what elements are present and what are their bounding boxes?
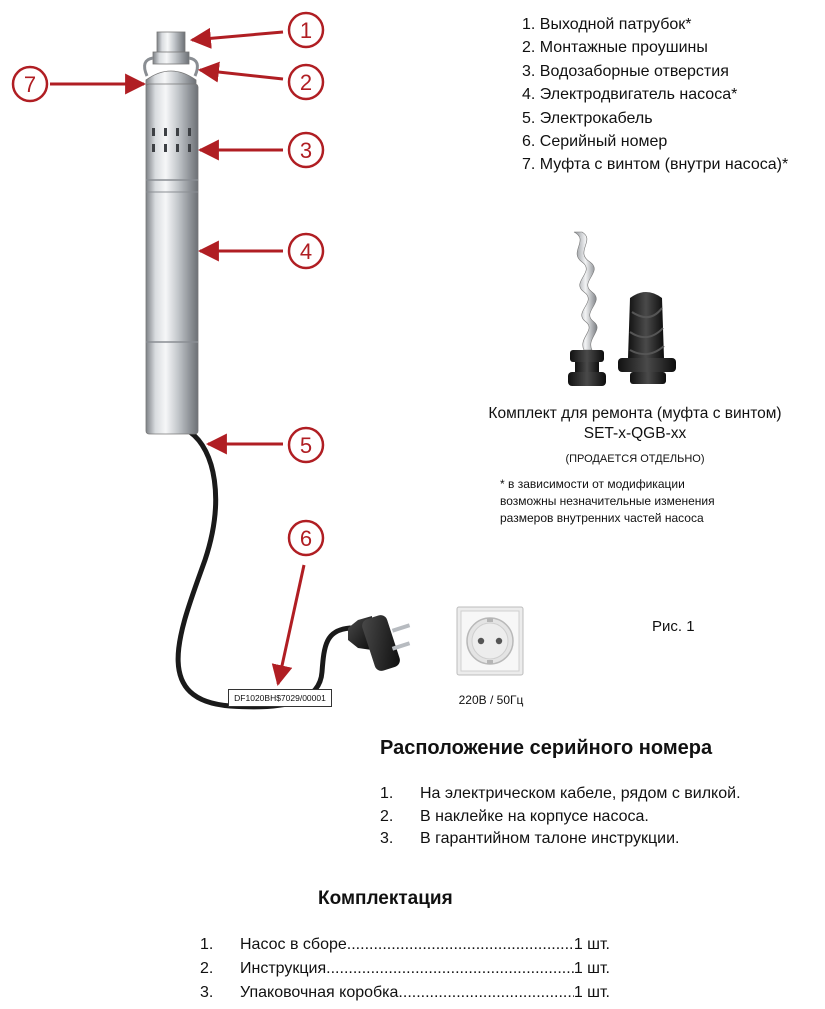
repair-kit-image <box>568 231 676 386</box>
package-contents-list: 1.Насос в сборе.........................… <box>200 933 610 1005</box>
callout-arrow-2 <box>197 61 284 83</box>
stator-sleeve <box>618 292 676 384</box>
repair-kit-title: Комплект для ремонта (муфта с винтом) <box>488 405 782 422</box>
intake-holes <box>152 128 191 152</box>
callout-arrow-1 <box>189 27 284 49</box>
power-socket-image <box>456 606 524 676</box>
list-item: 3.В гарантийном талоне инструкции. <box>380 830 680 847</box>
power-cable <box>175 429 353 710</box>
package-section-heading: Комплектация <box>318 888 453 909</box>
pump-body <box>145 83 199 435</box>
parts-list-item: 7. Муфта с винтом (внутри насоса)* <box>522 156 789 174</box>
socket-voltage-label: 220В / 50Гц <box>458 693 524 707</box>
repair-kit-sold-separately: (ПРОДАЕТСЯ ОТДЕЛЬНО) <box>565 453 705 465</box>
parts-list-item: 4. Электродвигатель насоса* <box>522 86 738 104</box>
serial-section-heading: Расположение серийного номера <box>380 737 713 759</box>
list-item: 1.На электрическом кабеле, рядом с вилко… <box>380 785 741 802</box>
parts-list-item: 2. Монтажные проушины <box>522 39 708 57</box>
list-item: 1.Насос в сборе.........................… <box>200 936 610 953</box>
list-item: 2.В наклейке на корпусе насоса. <box>380 807 649 825</box>
screw-rotor <box>573 231 598 351</box>
serial-number-label: DF1020BH$7029/00001 <box>228 689 332 707</box>
parts-list: 1. Выходной патрубок* 2. Монтажные проуш… <box>522 13 788 177</box>
list-item: 3.Упаковочная коробка...................… <box>200 984 610 1001</box>
repair-kit-code: SET-x-QGB-xx <box>583 425 687 442</box>
callout-arrow-6 <box>271 564 306 687</box>
serial-location-list: 1.На электрическом кабеле, рядом с вилко… <box>380 783 741 851</box>
callout-label-6: 6 <box>300 526 312 551</box>
callout-label-5: 5 <box>300 433 312 458</box>
callout-label-3: 3 <box>300 138 312 163</box>
coupling-small <box>568 350 606 386</box>
callout-label-7: 7 <box>24 72 36 97</box>
footnote-line: возможны незначительные изменения <box>500 494 715 508</box>
parts-list-item: 3. Водозаборные отверстия <box>522 62 729 80</box>
callout-label-4: 4 <box>300 239 312 264</box>
power-plug <box>348 615 411 671</box>
footnote-line: размеров внутренних частей насоса <box>500 511 704 525</box>
parts-list-item: 1. Выходной патрубок* <box>522 16 692 33</box>
footnote-line: * в зависимости от модификации <box>500 477 685 491</box>
mounting-lugs <box>143 56 199 77</box>
figure-label: Рис. 1 <box>652 618 695 635</box>
callout-label-1: 1 <box>300 18 312 43</box>
pump-diagram: 1 2 3 4 5 6 7 <box>11 11 411 710</box>
outlet-pipe <box>152 31 190 65</box>
parts-list-item: 6. Серийный номер <box>522 133 668 151</box>
parts-list-item: 5. Электрокабель <box>522 109 653 127</box>
callout-label-2: 2 <box>300 70 312 95</box>
list-item: 2.Инструкция............................… <box>200 960 610 977</box>
footnote: * в зависимости от модификации возможны … <box>500 476 715 527</box>
